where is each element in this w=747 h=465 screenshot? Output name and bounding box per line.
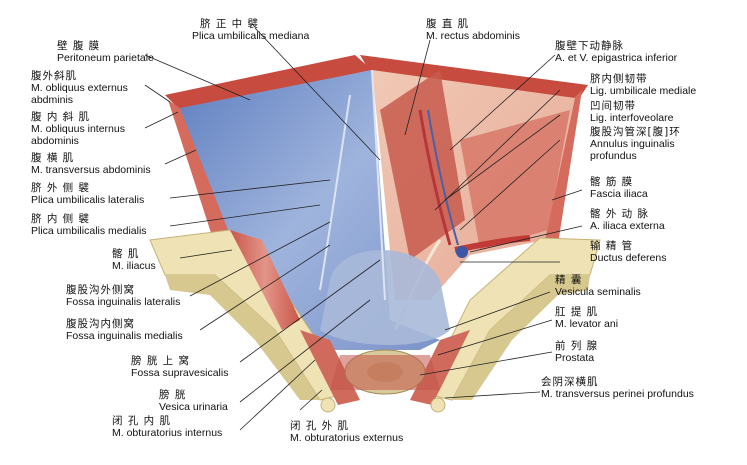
- label-iliacus: 髂 肌 M. iliacus: [112, 248, 156, 272]
- label-obliquus-internus: 腹 内 斜 肌 M. obliquus internus abdominis: [31, 111, 125, 147]
- label-la: Lig. interfoveolare: [590, 112, 674, 124]
- label-levator: 肛 提 肌 M. levator ani: [555, 306, 618, 330]
- label-zh: 腹 直 肌: [426, 18, 470, 30]
- label-lig-interfoveolare: 凹间韧带 Lig. interfoveolare: [590, 100, 673, 124]
- leader-lines: [144, 27, 583, 431]
- label-la: Lig. umbilicale mediale: [590, 85, 697, 97]
- label-la: A. iliaca externa: [590, 220, 665, 232]
- left-abdominal-wall: [165, 55, 372, 110]
- label-obliquus-externus: 腹外斜肌 M. obliquus externus abdminis: [31, 70, 128, 106]
- label-la: M. transversus abdominis: [31, 164, 151, 176]
- label-zh: 精 囊: [555, 274, 583, 286]
- iliacus-muscle: [230, 230, 300, 330]
- epigastric-vessels: [418, 109, 452, 246]
- label-plica-medialis: 脐 内 侧 襞 Plica umbilicalis medialis: [31, 213, 147, 237]
- label-la2: abdominis: [31, 135, 79, 147]
- label-zh: 膀 胱 上 窝: [131, 355, 191, 367]
- label-la: M. obturatorius externus: [290, 432, 404, 444]
- label-zh: 脐 正 中 襞: [200, 18, 260, 30]
- label-fossa-lateralis: 腹股沟外侧窝 Fossa inguinalis lateralis: [66, 284, 180, 308]
- label-zh: 会阴深横肌: [541, 376, 599, 388]
- label-la: M. iliacus: [112, 260, 156, 272]
- label-fascia-iliaca: 髂 筋 膜 Fascia iliaca: [590, 176, 648, 200]
- label-transversus: 腹 横 肌 M. transversus abdominis: [31, 152, 151, 176]
- label-la: Plica umbilicalis medialis: [31, 225, 147, 237]
- label-rectus: 腹 直 肌 M. rectus abdominis: [426, 18, 520, 42]
- label-la: Vesicula seminalis: [555, 286, 641, 298]
- label-zh: 腹股沟管深[腹]环: [590, 126, 681, 138]
- median-umbilical-fold: [371, 69, 386, 301]
- label-zh: 膀 胱: [159, 389, 187, 401]
- label-annulus: 腹股沟管深[腹]环 Annulus inguinalis profundus: [590, 126, 681, 162]
- label-peritoneum: 壁 腹 膜 Peritoneum parietale: [57, 40, 154, 64]
- label-zh: 脐 内 侧 襞: [31, 213, 91, 225]
- medial-umbilical-fold: [319, 94, 351, 291]
- label-zh: 腹壁下动静脉: [555, 40, 624, 52]
- label-zh: 髂 肌: [112, 248, 140, 260]
- label-la: M. obturatorius internus: [112, 427, 223, 439]
- label-la: M. obliquus externus: [31, 82, 128, 94]
- label-la: Plica umbilicalis lateralis: [31, 194, 145, 206]
- label-la: Peritoneum parietale: [57, 52, 154, 64]
- label-la: M. rectus abdominis: [426, 30, 520, 42]
- label-zh: 脐 外 侧 襞: [31, 182, 91, 194]
- label-zh: 凹间韧带: [590, 100, 636, 112]
- label-zh: 髂 外 动 脉: [590, 208, 650, 220]
- label-la: M. transversus perinei profundus: [541, 388, 694, 400]
- label-la: Fascia iliaca: [590, 188, 648, 200]
- right-abdominal-wall: [360, 55, 588, 100]
- label-zh: 腹股沟外侧窝: [66, 284, 135, 296]
- label-zh: 腹 横 肌: [31, 152, 75, 164]
- label-zh: 脐内侧韧带: [590, 73, 648, 85]
- label-la2: profundus: [590, 150, 637, 162]
- label-zh: 腹外斜肌: [31, 70, 77, 82]
- label-prostata: 前 列 腺 Prostata: [555, 340, 598, 364]
- label-fossa-supravesicalis: 膀 胱 上 窝 Fossa supravesicalis: [131, 355, 228, 379]
- label-la: Plica umbilicalis mediana: [192, 30, 310, 42]
- label-la: M. levator ani: [555, 318, 619, 330]
- label-lig-umbilicale: 脐内侧韧带 Lig. umbilicale mediale: [590, 73, 696, 97]
- label-zh: 髂 筋 膜: [590, 176, 634, 188]
- label-epigastric: 腹壁下动静脉 A. et V. epigastrica inferior: [555, 40, 677, 64]
- label-zh: 前 列 腺: [555, 340, 599, 352]
- label-vesicula: 精 囊 Vesicula seminalis: [555, 274, 641, 298]
- label-la2: abdminis: [31, 94, 74, 106]
- label-obturatorius-internus: 闭 孔 内 肌 M. obturatorius internus: [112, 415, 222, 439]
- label-zh: 输 精 管: [590, 240, 634, 252]
- label-la: Prostata: [555, 352, 595, 364]
- label-plica-lateralis: 脐 外 侧 襞 Plica umbilicalis lateralis: [31, 182, 144, 206]
- label-zh: 闭 孔 内 肌: [112, 415, 172, 427]
- label-zh: 壁 腹 膜: [57, 40, 101, 52]
- label-la: M. obliquus internus: [31, 123, 125, 135]
- rectus-muscle: [380, 70, 465, 260]
- label-la: Ductus deferens: [590, 252, 667, 264]
- label-la: Fossa inguinalis medialis: [66, 330, 183, 342]
- label-ductus: 输 精 管 Ductus deferens: [590, 240, 666, 264]
- label-zh: 肛 提 肌: [555, 306, 599, 318]
- label-vesica: 膀 胱 Vesica urinaria: [159, 389, 228, 413]
- label-la: Annulus inguinalis: [590, 138, 675, 150]
- label-transversus-perinei: 会阴深横肌 M. transversus perinei profundus: [541, 376, 694, 400]
- label-la: Vesica urinaria: [159, 401, 228, 413]
- label-la: Fossa inguinalis lateralis: [66, 296, 181, 308]
- label-a-iliaca: 髂 外 动 脉 A. iliaca externa: [590, 208, 665, 232]
- label-fossa-medialis: 腹股沟内侧窝 Fossa inguinalis medialis: [66, 318, 183, 342]
- levator-ani: [330, 355, 440, 390]
- label-zh: 闭 孔 外 肌: [290, 420, 350, 432]
- label-la: A. et V. epigastrica inferior: [555, 52, 678, 64]
- label-obturatorius-externus: 闭 孔 外 肌 M. obturatorius externus: [290, 420, 403, 444]
- label-zh: 腹股沟内侧窝: [66, 318, 135, 330]
- label-zh: 腹 内 斜 肌: [31, 111, 91, 123]
- label-la: Fossa supravesicalis: [131, 367, 229, 379]
- label-plica-mediana: 脐 正 中 襞 Plica umbilicalis mediana: [192, 18, 309, 42]
